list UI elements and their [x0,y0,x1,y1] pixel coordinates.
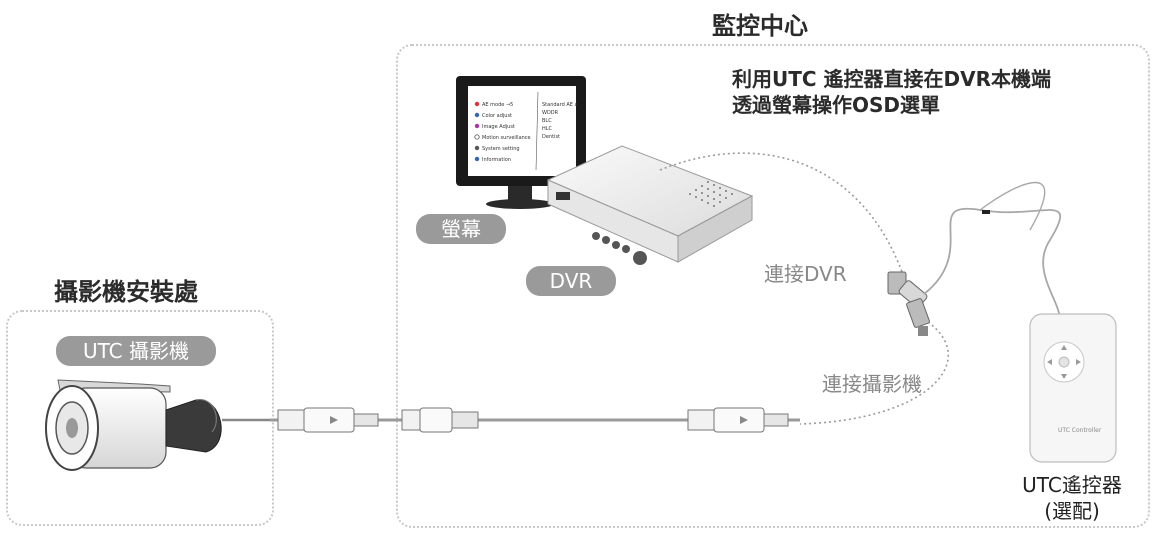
bnc-splitter-icon [887,271,930,336]
control-center-title: 監控中心 [712,12,808,40]
remote-device-text: UTC Controller [1058,427,1102,434]
control-center-region [396,44,1150,528]
remote-name: UTC遙控器 [1022,473,1122,497]
osd-item-3: Image Adjust [482,124,515,130]
osd-menu: AE mode →5 Color adjust Image Adjust Mot… [474,101,578,163]
description-line-1: 利用UTC 遙控器直接在DVR本機端 [732,67,1052,91]
osd-item-1: AE mode →5 [482,102,513,108]
osd-item-6: Information [482,157,511,163]
dvr-icon [546,145,754,265]
osd-value-5: Dentist [542,134,560,140]
osd-value-4: HLC [542,126,553,132]
camera-label: UTC 攝影機 [56,336,216,366]
remote-note: (選配) [1044,499,1100,523]
remote-controller-icon: UTC Controller [1029,313,1117,463]
osd-value-1: Standard AE a [542,102,578,108]
coax-cable [270,407,800,433]
dvr-label: DVR [526,266,616,296]
camera-site-title: 攝影機安裝處 [54,278,198,306]
monitor-icon: AE mode →5 Color adjust Image Adjust Mot… [456,76,586,209]
osd-value-3: BLC [542,118,552,124]
cable-label-camera: 連接攝影機 [822,372,922,396]
description-line-2: 透過螢幕操作OSD選單 [732,93,941,117]
osd-value-2: WDDR [542,110,559,116]
remote-caption: UTC遙控器 (選配) [1008,472,1136,524]
cable-label-dvr: 連接DVR [764,262,847,286]
osd-item-5: System setting [482,146,520,152]
camera-site-region [6,310,274,526]
control-center-description: 利用UTC 遙控器直接在DVR本機端 透過螢幕操作OSD選單 [732,66,1051,118]
camera-icon [45,379,278,471]
osd-item-4: Motion surveillance [482,135,531,141]
osd-item-2: Color adjust [482,113,512,119]
monitor-label: 螢幕 [416,214,506,244]
